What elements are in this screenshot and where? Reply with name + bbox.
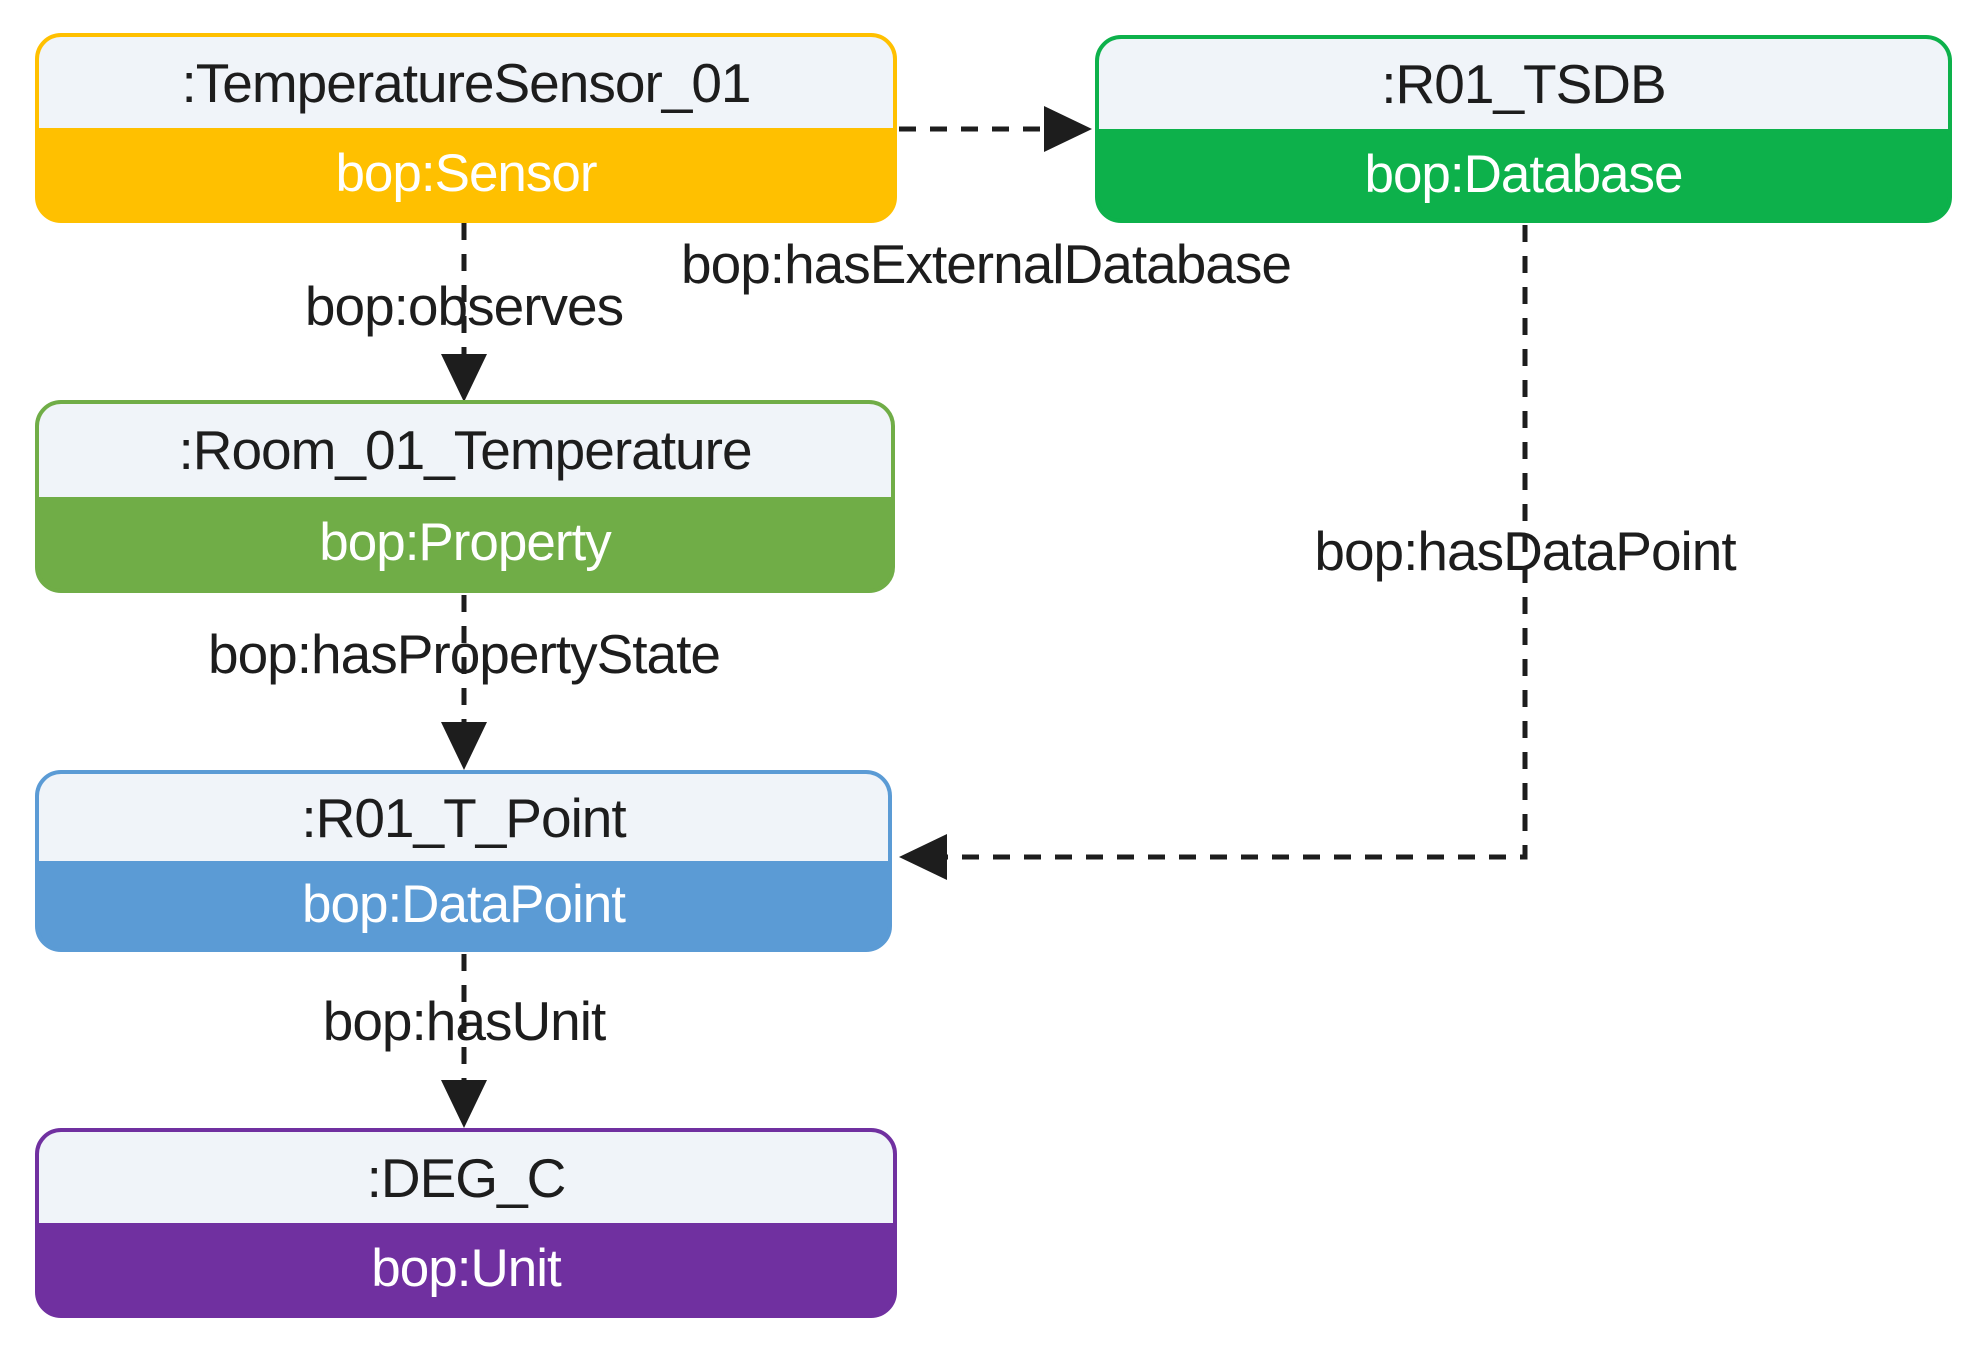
node-class-label: bop:Property [39, 496, 891, 589]
node-class-label: bop:Database [1099, 129, 1948, 219]
node-class-label: bop:DataPoint [39, 861, 888, 948]
node-class-label: bop:Unit [39, 1223, 893, 1314]
node-temperature-sensor: :TemperatureSensor_01 bop:Sensor [35, 33, 897, 223]
node-property: :Room_01_Temperature bop:Property [35, 400, 895, 593]
observes-arrowhead [441, 354, 487, 402]
edge-label-has-external-database: bop:hasExternalDatabase [681, 233, 1292, 295]
node-instance-label: :R01_TSDB [1099, 39, 1948, 129]
edge-label-has-unit: bop:hasUnit [322, 990, 607, 1052]
node-unit: :DEG_C bop:Unit [35, 1128, 897, 1318]
node-class-label: bop:Sensor [39, 128, 893, 219]
has-property-state-arrowhead [441, 722, 487, 770]
edge-label-has-property-state: bop:hasPropertyState [207, 623, 721, 685]
has-external-database-arrowhead [1044, 106, 1092, 152]
node-data-point: :R01_T_Point bop:DataPoint [35, 770, 892, 952]
has-data-point-arrowhead [899, 834, 947, 880]
node-instance-label: :R01_T_Point [39, 774, 888, 861]
has-unit-arrowhead [441, 1080, 487, 1128]
edge-label-observes: bop:observes [304, 275, 624, 337]
node-database: :R01_TSDB bop:Database [1095, 35, 1952, 223]
has-data-point-arrow-line [947, 225, 1528, 860]
node-instance-label: :DEG_C [39, 1132, 893, 1223]
node-instance-label: :Room_01_Temperature [39, 404, 891, 497]
edge-label-has-data-point: bop:hasDataPoint [1314, 520, 1736, 582]
node-instance-label: :TemperatureSensor_01 [39, 37, 893, 128]
